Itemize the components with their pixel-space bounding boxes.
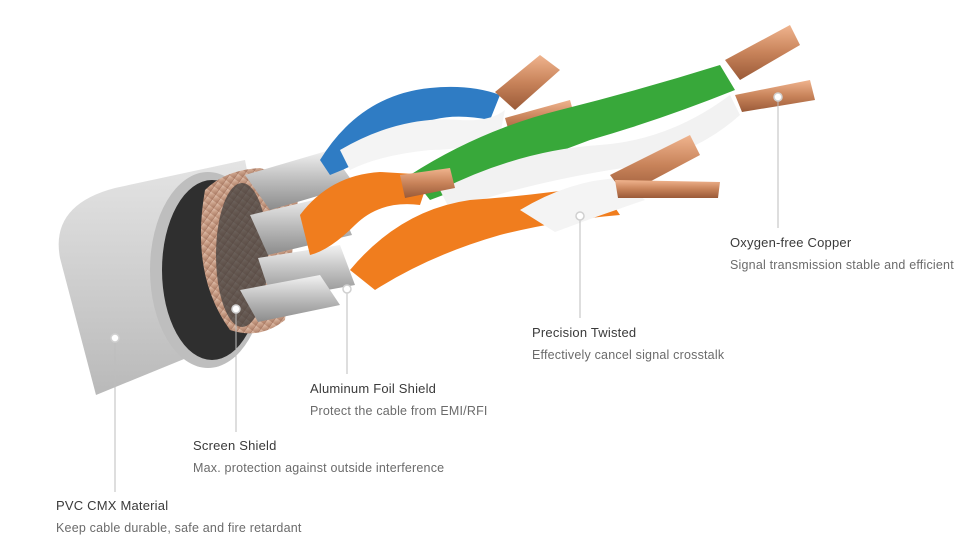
callout-oxygen-free-copper: Oxygen-free Copper Signal transmission s… <box>730 235 954 273</box>
screen-dot <box>231 304 241 314</box>
callout-description: Signal transmission stable and efficient <box>730 258 954 272</box>
callout-precision-twisted: Precision Twisted Effectively cancel sig… <box>532 325 724 363</box>
twist-dot <box>575 211 585 221</box>
callout-description: Protect the cable from EMI/RFI <box>310 404 488 418</box>
callout-title: Aluminum Foil Shield <box>310 381 437 396</box>
callout-title: PVC CMX Material <box>56 498 169 513</box>
callout-description: Effectively cancel signal crosstalk <box>532 348 725 362</box>
leader-dots <box>110 92 783 343</box>
callout-title: Oxygen-free Copper <box>730 235 852 250</box>
callout-title: Precision Twisted <box>532 325 637 340</box>
callout-pvc: PVC CMX Material Keep cable durable, saf… <box>56 498 302 536</box>
leader-lines <box>114 98 779 492</box>
pvc-dot <box>110 333 120 343</box>
callout-screen-shield: Screen Shield Max. protection against ou… <box>193 438 444 476</box>
copper-dot <box>773 92 783 102</box>
callout-description: Max. protection against outside interfer… <box>193 461 445 475</box>
orange-twisted-pair <box>300 135 720 290</box>
callout-title: Screen Shield <box>193 438 277 453</box>
callout-foil-shield: Aluminum Foil Shield Protect the cable f… <box>310 381 488 419</box>
foil-dot <box>342 284 352 294</box>
callout-description: Keep cable durable, safe and fire retard… <box>56 521 302 535</box>
